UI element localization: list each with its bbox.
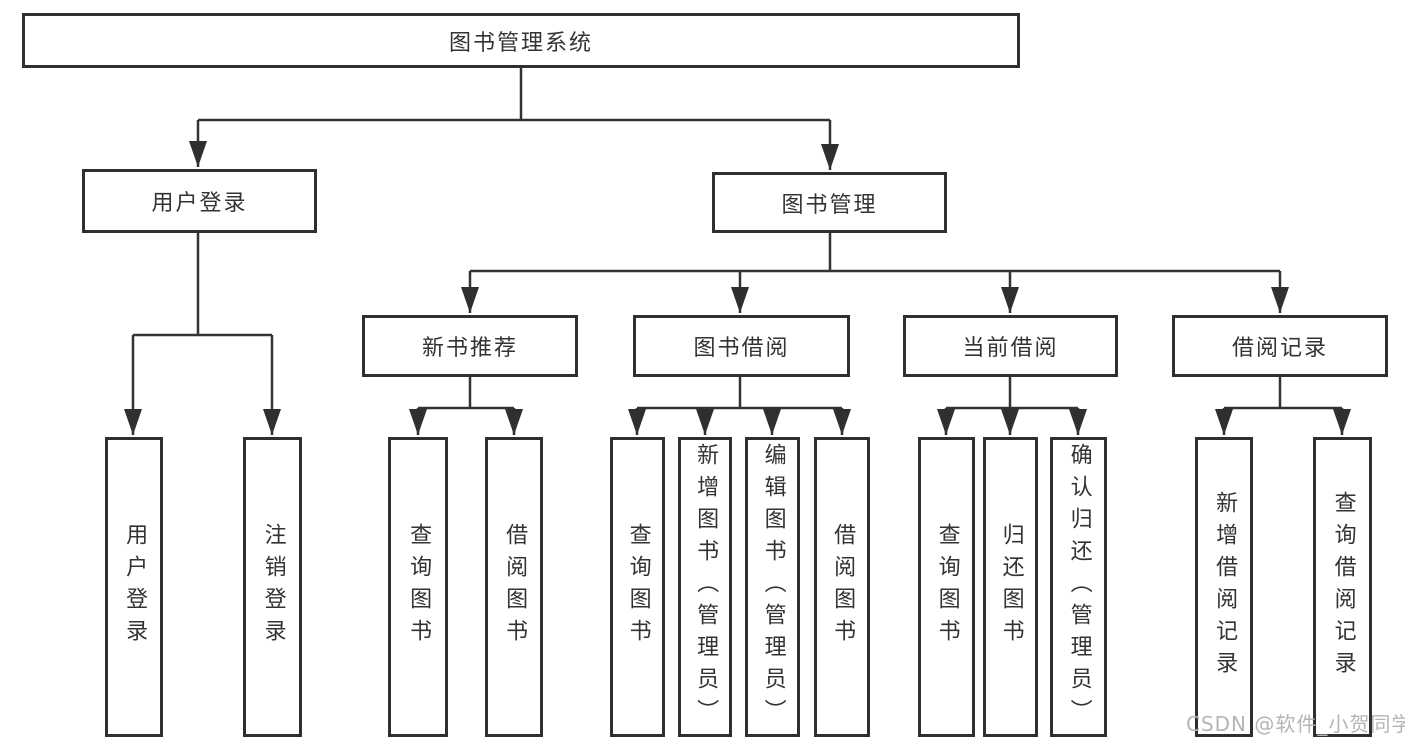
leaf-bb-query-books: 查询图书 (610, 437, 665, 737)
leaf-bb-query-books-label: 查询图书 (625, 523, 651, 651)
leaf-cb-confirm-return-admin-label: 确认归还（管理员） (1066, 443, 1092, 731)
node-root: 图书管理系统 (22, 13, 1020, 68)
node-current-borrow-label: 当前借阅 (962, 336, 1059, 361)
leaf-br-query-record: 查询借阅记录 (1313, 437, 1372, 737)
leaf-cb-return-books-label: 归还图书 (998, 523, 1024, 651)
watermark: CSDN @软件_小贺同学 (1186, 712, 1405, 736)
leaf-nb-borrow-books: 借阅图书 (485, 437, 543, 737)
node-user-login-label: 用户登录 (151, 191, 248, 216)
node-borrow-records: 借阅记录 (1172, 315, 1388, 377)
leaf-nb-borrow-books-label: 借阅图书 (502, 523, 528, 651)
leaf-bb-borrow-books-label: 借阅图书 (830, 523, 856, 651)
leaf-bb-edit-books-admin-label: 编辑图书（管理员） (760, 443, 786, 731)
node-new-book-recommend: 新书推荐 (362, 315, 578, 377)
leaf-br-query-record-label: 查询借阅记录 (1330, 491, 1356, 683)
leaf-bb-add-books-admin-label: 新增图书（管理员） (693, 443, 719, 731)
leaf-cb-query-books-label: 查询图书 (934, 523, 960, 651)
node-borrow-records-label: 借阅记录 (1231, 336, 1328, 361)
leaf-nb-query-books-label: 查询图书 (406, 523, 432, 651)
leaf-bb-add-books-admin: 新增图书（管理员） (678, 437, 732, 737)
node-new-book-recommend-label: 新书推荐 (421, 336, 518, 361)
leaf-user-login: 用户登录 (105, 437, 163, 737)
leaf-logout: 注销登录 (243, 437, 302, 737)
leaf-br-add-record-label: 新增借阅记录 (1212, 491, 1238, 683)
leaf-br-add-record: 新增借阅记录 (1195, 437, 1253, 737)
leaf-cb-confirm-return-admin: 确认归还（管理员） (1050, 437, 1107, 737)
leaf-user-login-label: 用户登录 (122, 523, 148, 651)
leaf-cb-return-books: 归还图书 (983, 437, 1038, 737)
node-book-borrow-label: 图书借阅 (693, 336, 790, 361)
node-book-management-label: 图书管理 (781, 192, 878, 218)
node-root-label: 图书管理系统 (448, 30, 593, 56)
node-current-borrow: 当前借阅 (903, 315, 1118, 377)
node-book-management: 图书管理 (712, 172, 947, 233)
leaf-bb-edit-books-admin: 编辑图书（管理员） (745, 437, 800, 737)
leaf-logout-label: 注销登录 (260, 523, 286, 651)
leaf-cb-query-books: 查询图书 (918, 437, 975, 737)
leaf-nb-query-books: 查询图书 (388, 437, 448, 737)
node-user-login: 用户登录 (82, 169, 317, 233)
node-book-borrow: 图书借阅 (633, 315, 850, 377)
leaf-bb-borrow-books: 借阅图书 (814, 437, 870, 737)
